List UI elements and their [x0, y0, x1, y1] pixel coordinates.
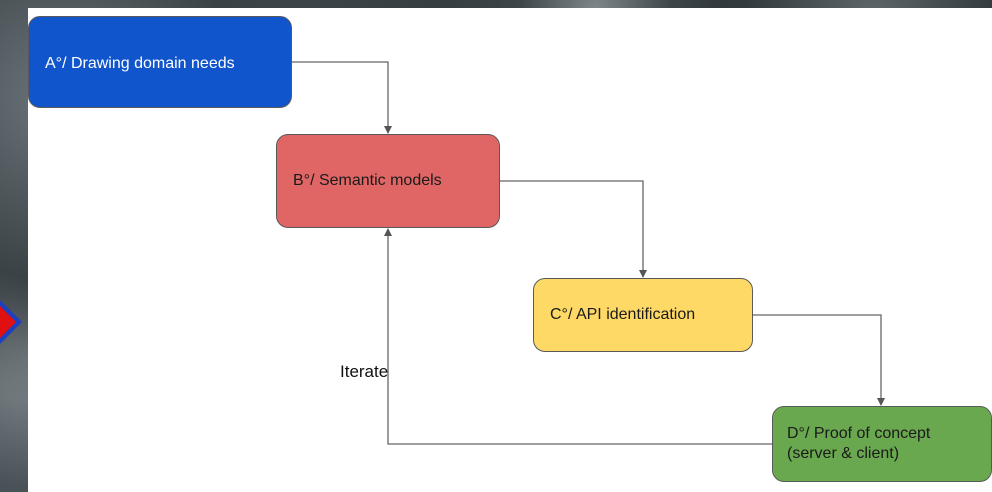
red-arrow-pointer-icon [0, 300, 22, 344]
edge-label-iterate: Iterate [340, 362, 389, 381]
edge-c-to-d [753, 314, 885, 406]
node-semantic-models[interactable]: B°/ Semantic models [276, 134, 500, 228]
node-drawing-domain-needs[interactable]: A°/ Drawing domain needs [28, 16, 292, 108]
node-label: B°/ Semantic models [293, 172, 442, 189]
node-api-identification[interactable]: C°/ API identification [533, 278, 753, 352]
node-label: C°/ API identification [550, 306, 696, 323]
node-proof-of-concept[interactable]: D°/ Proof of concept (server & client) [772, 406, 992, 482]
node-label: A°/ Drawing domain needs [45, 55, 235, 72]
edge-a-to-b [292, 61, 392, 134]
node-label: D°/ Proof of concept (server & client) [787, 425, 931, 462]
edge-d-to-b-iterate [384, 228, 772, 445]
edge-b-to-c [500, 180, 647, 278]
